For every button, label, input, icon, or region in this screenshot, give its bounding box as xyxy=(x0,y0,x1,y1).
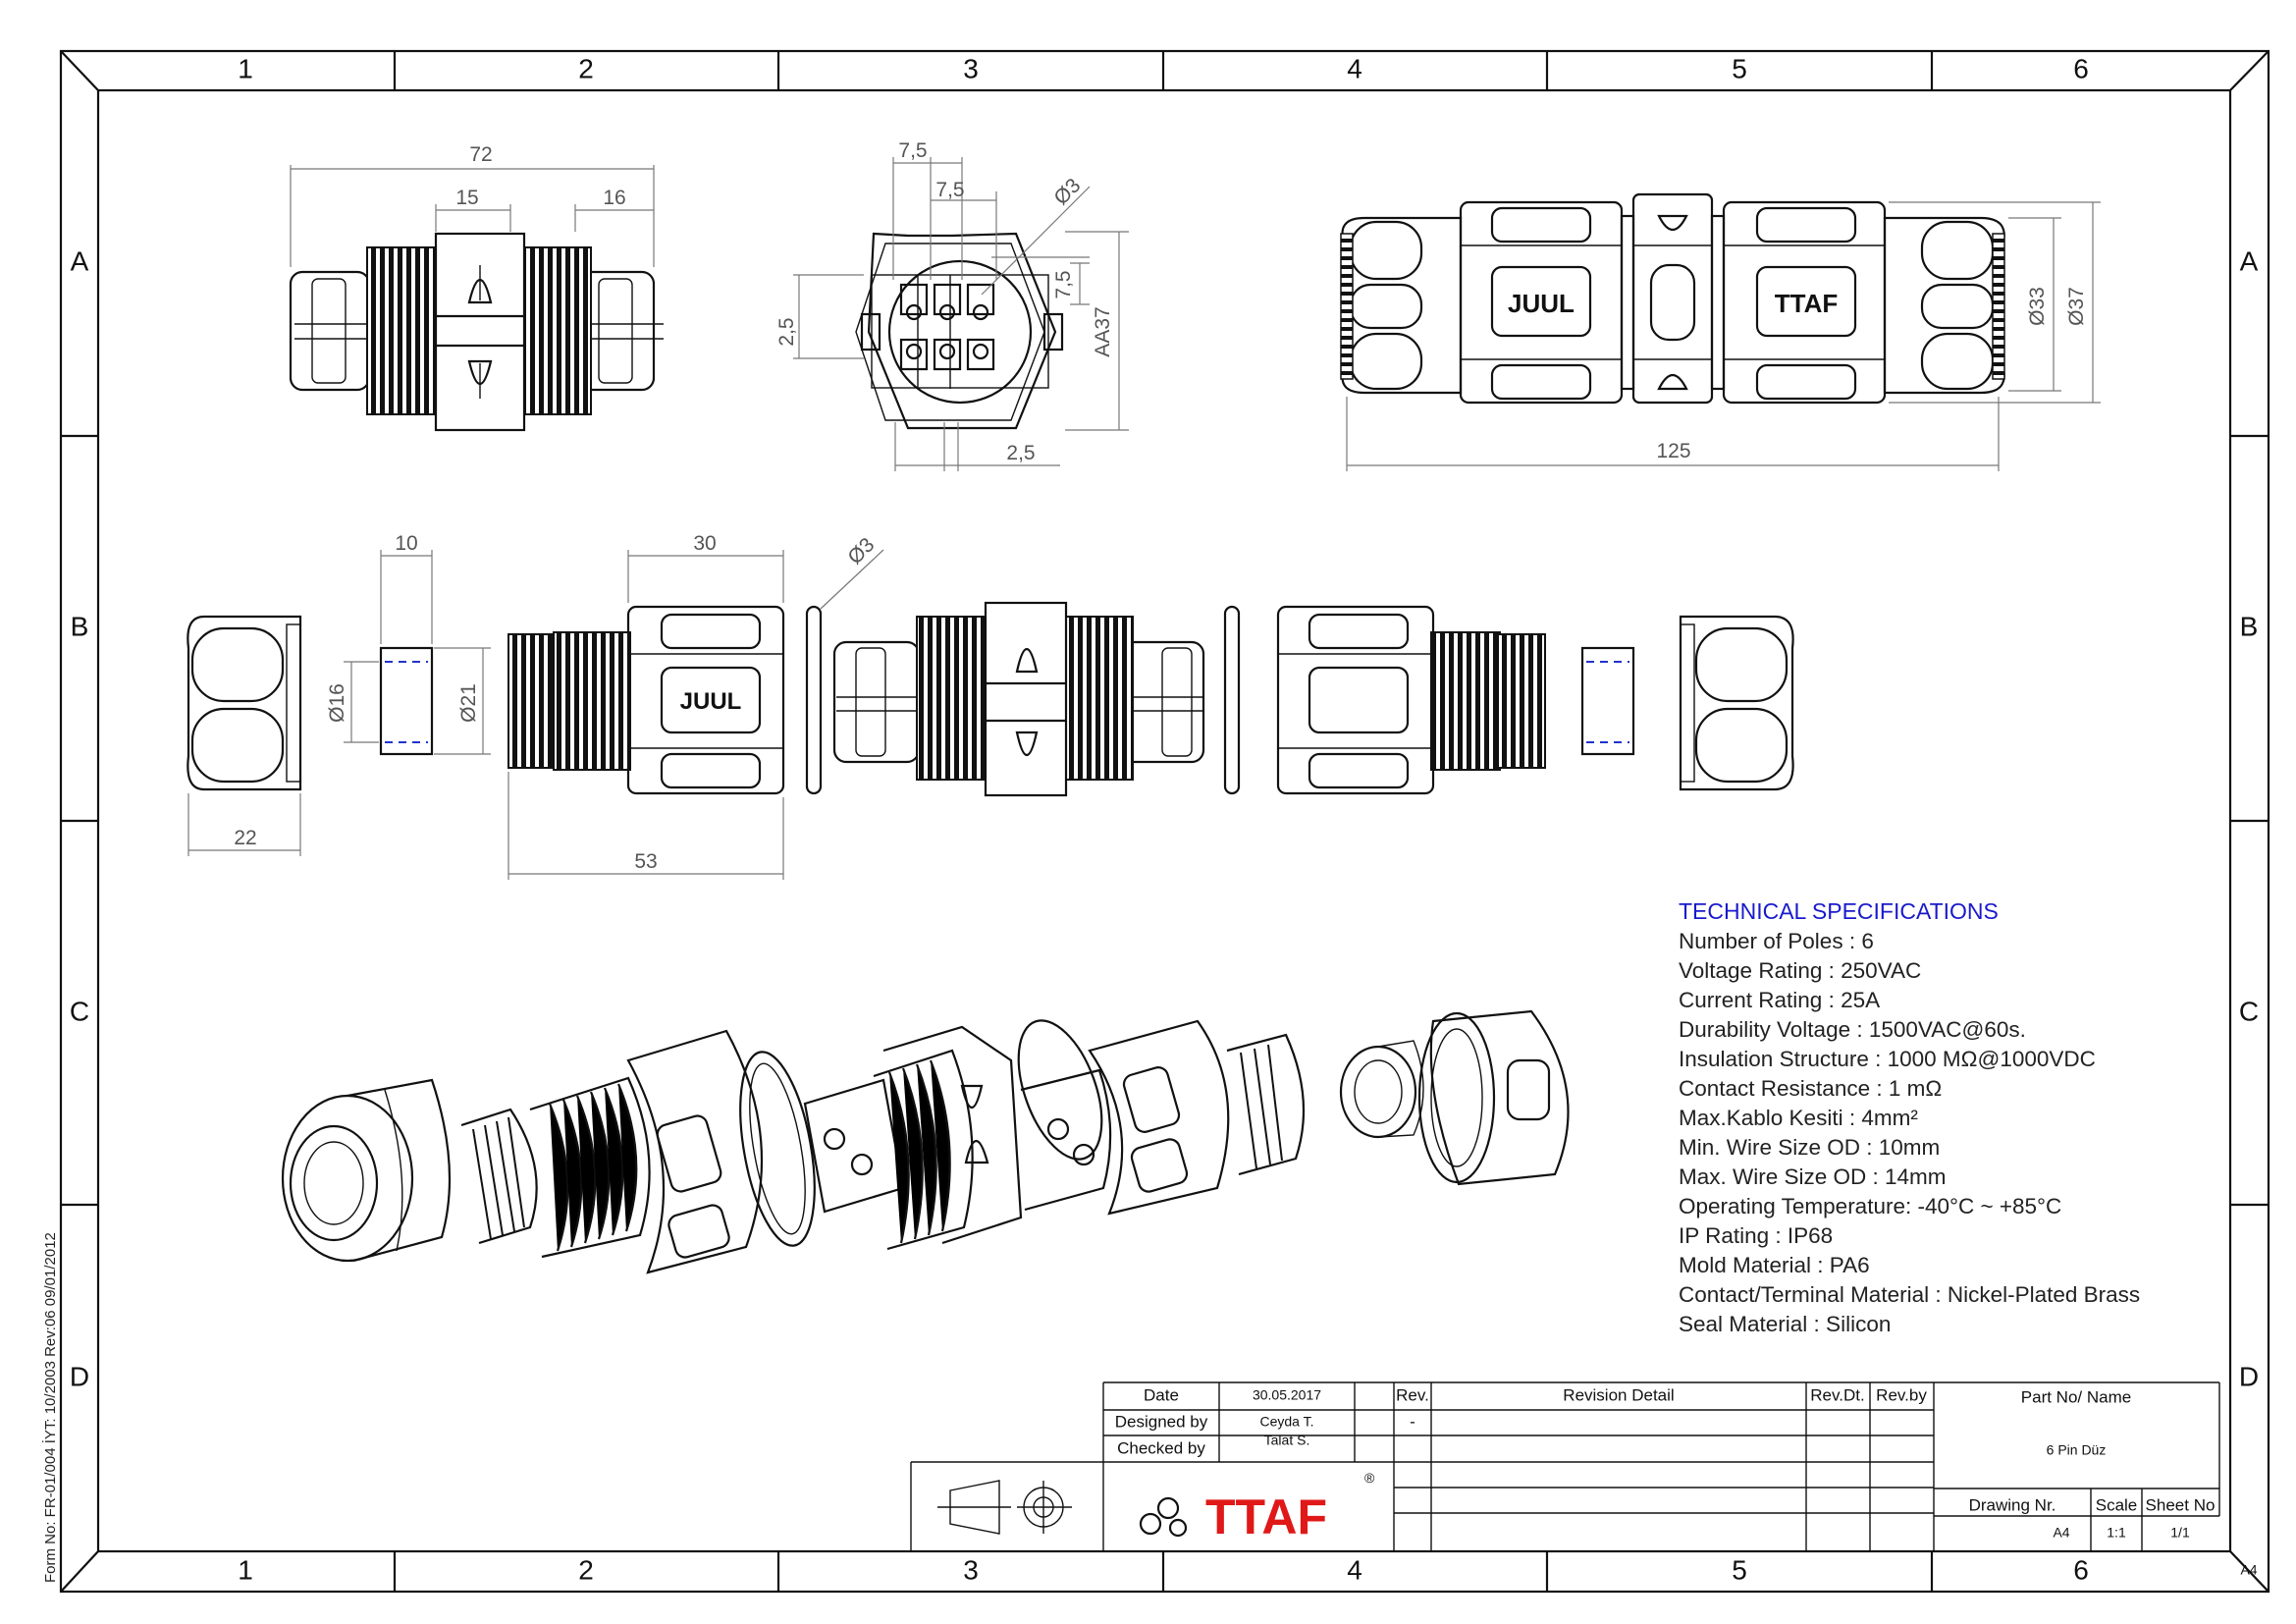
row-label: B xyxy=(2240,611,2259,641)
logo-text: TTAF xyxy=(1205,1489,1327,1544)
part-name-value: 6 Pin Düz xyxy=(2047,1442,2107,1458)
exploded-view: JUUL xyxy=(187,532,1794,880)
row-label: C xyxy=(70,996,89,1026)
column-label: 6 xyxy=(2073,53,2089,83)
column-label: 3 xyxy=(963,1554,979,1585)
spec-line: Current Rating : 25A xyxy=(1679,988,1880,1012)
dim-body-width: 30 xyxy=(693,532,716,555)
front-view: 7,5 7,5 Ø3 AA37 7,5 2,5 2,5 xyxy=(775,139,1129,471)
spec-line: Max. Wire Size OD : 14mm xyxy=(1679,1164,1947,1189)
rev-by-label: Rev.by xyxy=(1876,1385,1927,1404)
projection-symbol-icon xyxy=(937,1480,1072,1535)
dim-diameter-37: Ø37 xyxy=(2065,287,2088,326)
sheet-size-label: A4 xyxy=(2240,1562,2257,1578)
column-label: 6 xyxy=(2073,1554,2089,1585)
technical-specifications: TECHNICAL SPECIFICATIONS Number of Poles… xyxy=(1679,898,2140,1336)
connector-mark-exploded: JUUL xyxy=(680,688,742,715)
spec-line: Operating Temperature: -40°C ~ +85°C xyxy=(1679,1194,2061,1218)
column-label: 2 xyxy=(578,1554,594,1585)
dim-across-flats: AA37 xyxy=(1092,306,1114,356)
spec-line: Contact Resistance : 1 mΩ xyxy=(1679,1076,1942,1101)
spec-line: Number of Poles : 6 xyxy=(1679,929,1874,953)
connector-mark-left: JUUL xyxy=(1508,289,1575,318)
row-labels-right: A B C D xyxy=(2239,245,2259,1391)
isometric-view xyxy=(281,1009,1570,1274)
column-label: 5 xyxy=(1732,1554,1747,1585)
dim-oring-diameter: Ø3 xyxy=(843,533,879,568)
designed-by-value: Ceyda T. xyxy=(1260,1414,1314,1430)
column-label: 5 xyxy=(1732,53,1747,83)
spec-line: Insulation Structure : 1000 MΩ@1000VDC xyxy=(1679,1047,2096,1071)
dim-pin-pitch-mid: 7,5 xyxy=(935,179,964,201)
dim-bottom-offset: 2,5 xyxy=(1006,442,1035,464)
spec-line: Contact/Terminal Material : Nickel-Plate… xyxy=(1679,1282,2140,1307)
title-block: Date 30.05.2017 Designed by Ceyda T. Che… xyxy=(910,1381,2220,1551)
spec-line: IP Rating : IP68 xyxy=(1679,1223,1833,1248)
date-value: 30.05.2017 xyxy=(1253,1387,1321,1403)
spec-line: Mold Material : PA6 xyxy=(1679,1253,1870,1277)
spec-line: Voltage Rating : 250VAC xyxy=(1679,958,1921,983)
checked-by-value: Talat S. xyxy=(1264,1433,1310,1448)
column-label: 1 xyxy=(238,1554,253,1585)
sheet-number-value: 1/1 xyxy=(2170,1525,2190,1541)
column-label: 3 xyxy=(963,53,979,83)
sheet-number-label: Sheet No xyxy=(2146,1495,2216,1514)
dim-hole-diameter: Ø3 xyxy=(1049,174,1085,209)
dim-overall-length: 72 xyxy=(469,143,492,166)
scale-value: 1:1 xyxy=(2107,1525,2126,1541)
form-number-note: Form No: FR-01/004 İYT: 10/2003 Rev:06 0… xyxy=(41,1232,59,1583)
drawing-frame xyxy=(59,49,2270,1594)
dim-height-left: 2,5 xyxy=(775,317,798,346)
dim-seal-inner: Ø16 xyxy=(326,683,348,723)
column-label: 4 xyxy=(1347,1554,1362,1585)
row-label: C xyxy=(2239,996,2259,1026)
drawing-number-label: Drawing Nr. xyxy=(1969,1495,2056,1514)
spec-line: Max.Kablo Kesiti : 4mm² xyxy=(1679,1106,1918,1130)
column-label: 2 xyxy=(578,53,594,83)
row-label: D xyxy=(70,1361,89,1391)
date-label: Date xyxy=(1144,1385,1179,1404)
rev-value: - xyxy=(1410,1412,1415,1431)
spec-line: Seal Material : Silicon xyxy=(1679,1312,1891,1336)
row-label: D xyxy=(2239,1361,2259,1391)
assembled-side-view: JUUL TTAF Ø33 Ø3 xyxy=(1340,192,2101,471)
specs-title: TECHNICAL SPECIFICATIONS xyxy=(1679,898,1999,924)
company-logo: TTAF ® xyxy=(1139,1470,1375,1544)
connector-mark-right: TTAF xyxy=(1775,289,1839,318)
designed-by-label: Designed by xyxy=(1115,1412,1208,1431)
column-labels-bottom: 1 2 3 4 5 6 xyxy=(238,1554,2089,1585)
row-label: A xyxy=(71,245,89,276)
dim-pin-pitch-top: 7,5 xyxy=(898,139,927,162)
dim-seal-outer: Ø21 xyxy=(457,683,480,723)
rev-label: Rev. xyxy=(1396,1385,1429,1404)
row-label: A xyxy=(2240,245,2259,276)
column-label: 1 xyxy=(238,53,253,83)
rev-date-label: Rev.Dt. xyxy=(1810,1385,1864,1404)
column-label: 4 xyxy=(1347,53,1362,83)
dim-diameter-33: Ø33 xyxy=(2026,287,2049,326)
revision-detail-label: Revision Detail xyxy=(1563,1385,1674,1404)
part-name-label: Part No/ Name xyxy=(2021,1387,2131,1406)
dim-seal-width: 10 xyxy=(395,532,417,555)
row-label: B xyxy=(71,611,89,641)
dim-center-width: 15 xyxy=(455,187,478,209)
logo-registered-mark: ® xyxy=(1364,1470,1375,1486)
spec-line: Durability Voltage : 1500VAC@60s. xyxy=(1679,1017,2026,1042)
dim-total-length: 125 xyxy=(1656,440,1690,462)
checked-by-label: Checked by xyxy=(1117,1438,1205,1457)
column-labels-top: 1 2 3 4 5 6 xyxy=(238,53,2089,83)
dim-body-length: 53 xyxy=(634,850,657,873)
row-labels-left: A B C D xyxy=(70,245,89,1391)
dim-right-width: 16 xyxy=(603,187,625,209)
spec-line: Min. Wire Size OD : 10mm xyxy=(1679,1135,1940,1160)
top-view: 72 15 16 xyxy=(289,143,664,432)
drawing-number-value: A4 xyxy=(2053,1525,2069,1541)
dim-cap-width: 22 xyxy=(234,827,256,849)
dim-pin-pitch-vertical: 7,5 xyxy=(1052,270,1075,298)
scale-label: Scale xyxy=(2096,1495,2138,1514)
